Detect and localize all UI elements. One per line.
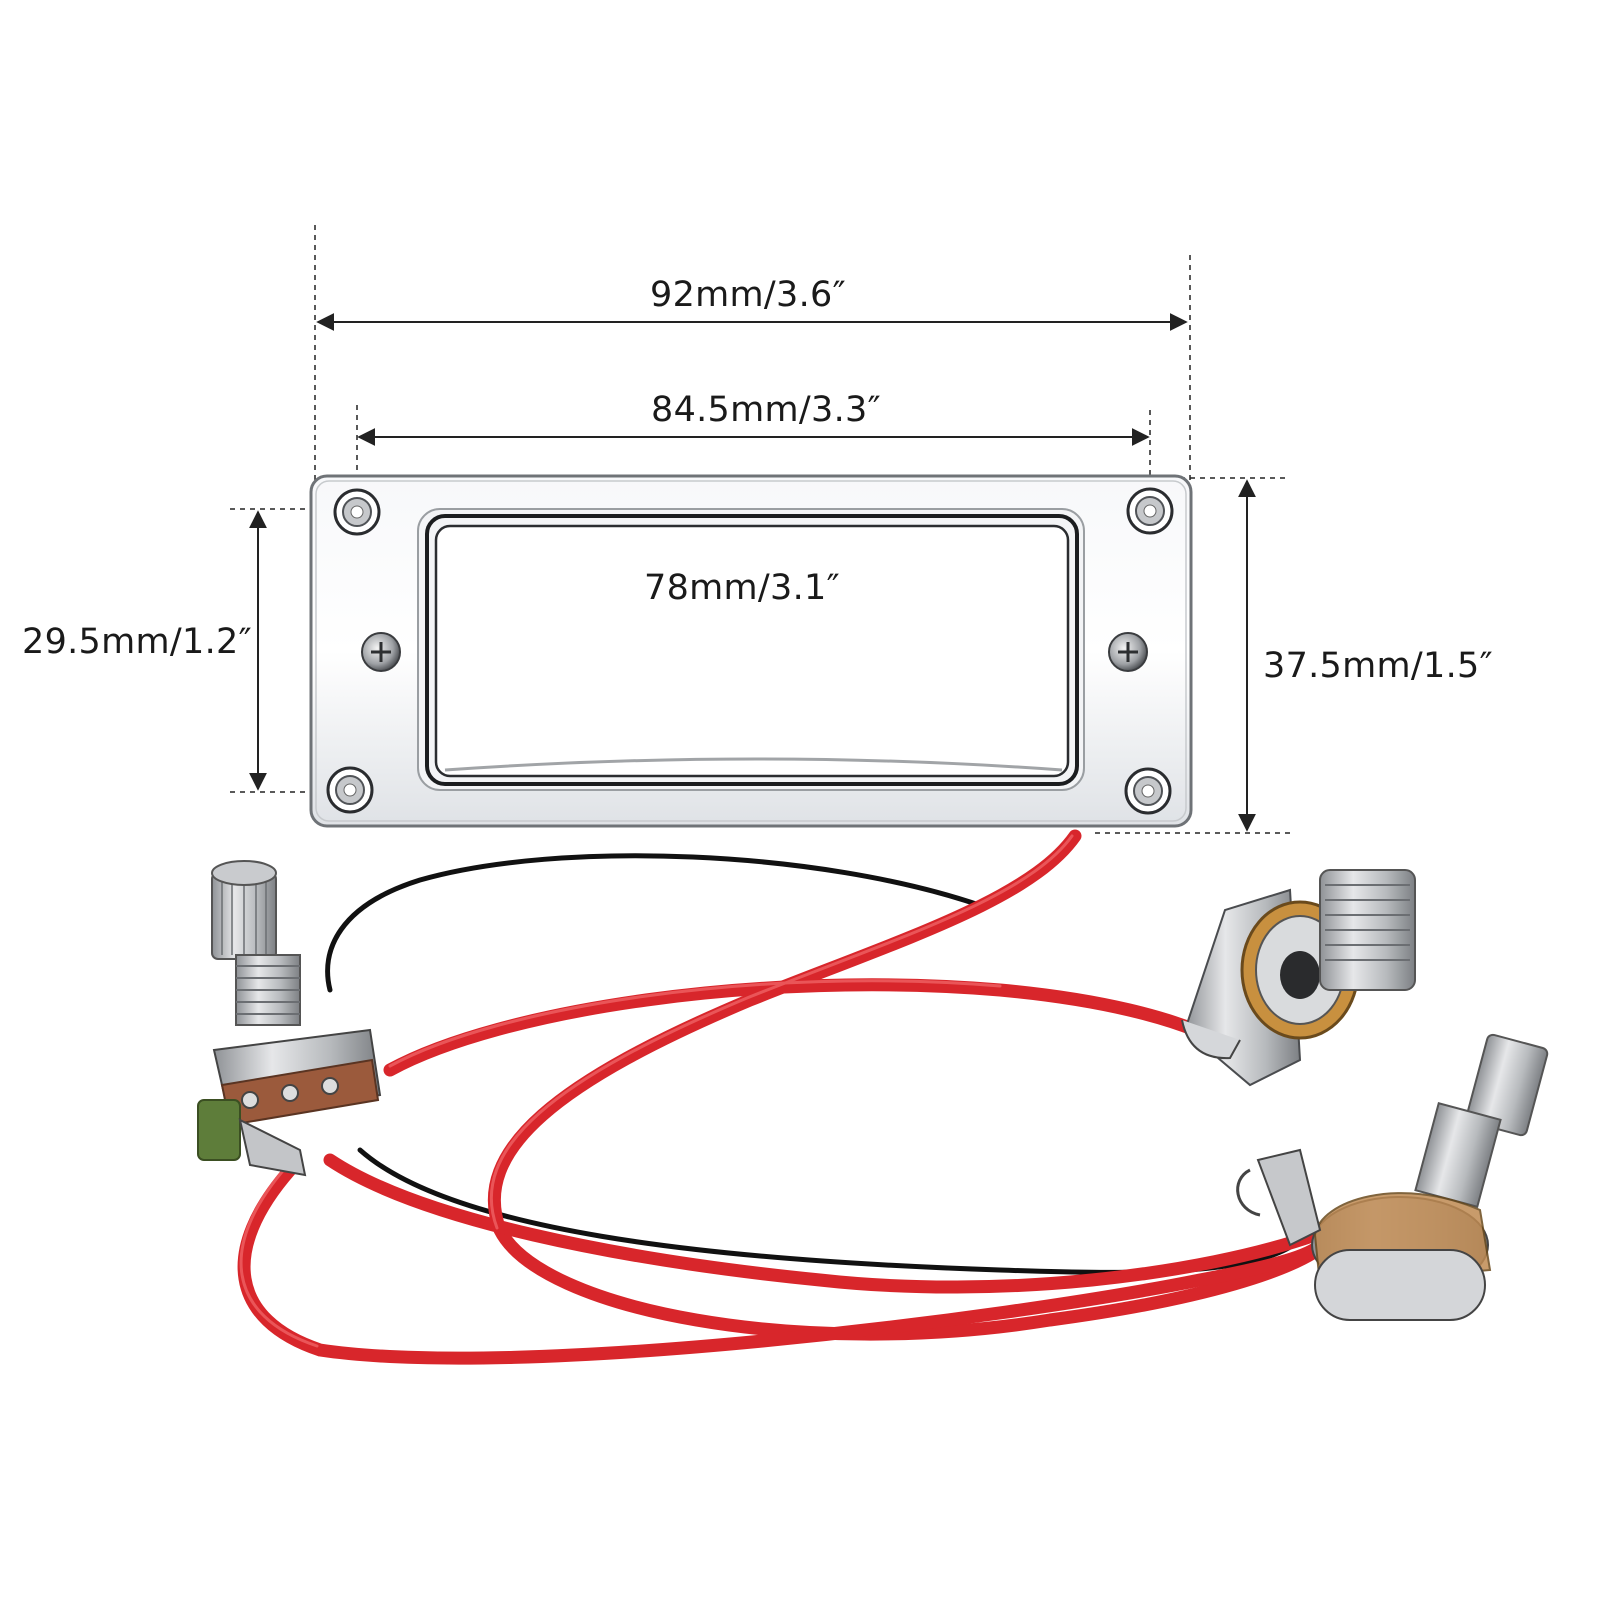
red-wires: [237, 829, 1337, 1365]
mounting-hole-bottom-left: [326, 766, 374, 814]
cover-screw-spacing-label: 78mm/3.1″: [644, 568, 840, 608]
pickup-cover: [417, 508, 1085, 791]
overall-width-label: 92mm/3.6″: [650, 275, 846, 315]
hole-spacing-label: 84.5mm/3.3″: [651, 390, 881, 430]
volume-potentiometer: [197, 860, 382, 1177]
mounting-hole-bottom-right: [1124, 767, 1172, 815]
cover-screw-left: [361, 632, 401, 672]
tone-potentiometer: [1236, 1033, 1549, 1321]
red-wire-highlights: [239, 834, 1074, 1348]
cover-screw-right: [1108, 632, 1148, 672]
mounting-hole-top-left: [333, 488, 381, 536]
hole-height-label: 29.5mm/1.2″: [22, 622, 252, 662]
overall-height-label: 37.5mm/1.5″: [1263, 646, 1493, 686]
output-jack: [1181, 869, 1416, 1087]
mounting-hole-top-right: [1126, 487, 1174, 535]
black-wire: [325, 853, 1303, 1275]
